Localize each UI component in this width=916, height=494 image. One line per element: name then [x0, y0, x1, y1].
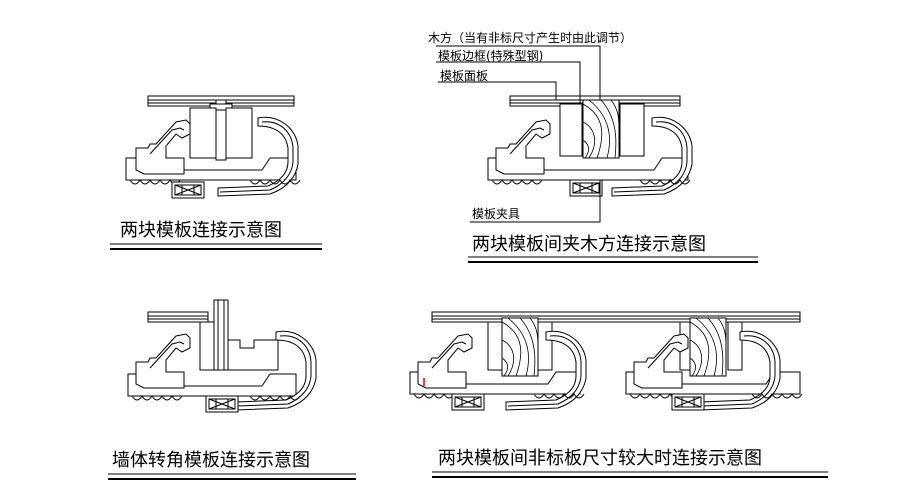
timber-label: 木方（当有非标尺寸产生时由此调节）	[428, 30, 632, 45]
two-panel-connection-drawing	[125, 95, 301, 199]
timber-connection-drawing	[436, 45, 693, 223]
frame-label: 模板边框(特殊型钢)	[438, 48, 543, 63]
caption-two-panels: 两块模板连接示意图	[120, 220, 282, 241]
caption-non-standard: 两块模板间非标板尺寸较大时连接示意图	[438, 448, 762, 469]
clamp-label: 模板夹具	[472, 207, 520, 221]
caption-wall-corner: 墙体转角模板连接示意图	[112, 450, 310, 471]
non-standard-connection-drawing	[409, 311, 803, 411]
face-label: 模板面板	[440, 69, 488, 83]
caption-with-timber: 两块模板间夹木方连接示意图	[472, 234, 706, 255]
wall-corner-connection-drawing	[127, 299, 317, 413]
